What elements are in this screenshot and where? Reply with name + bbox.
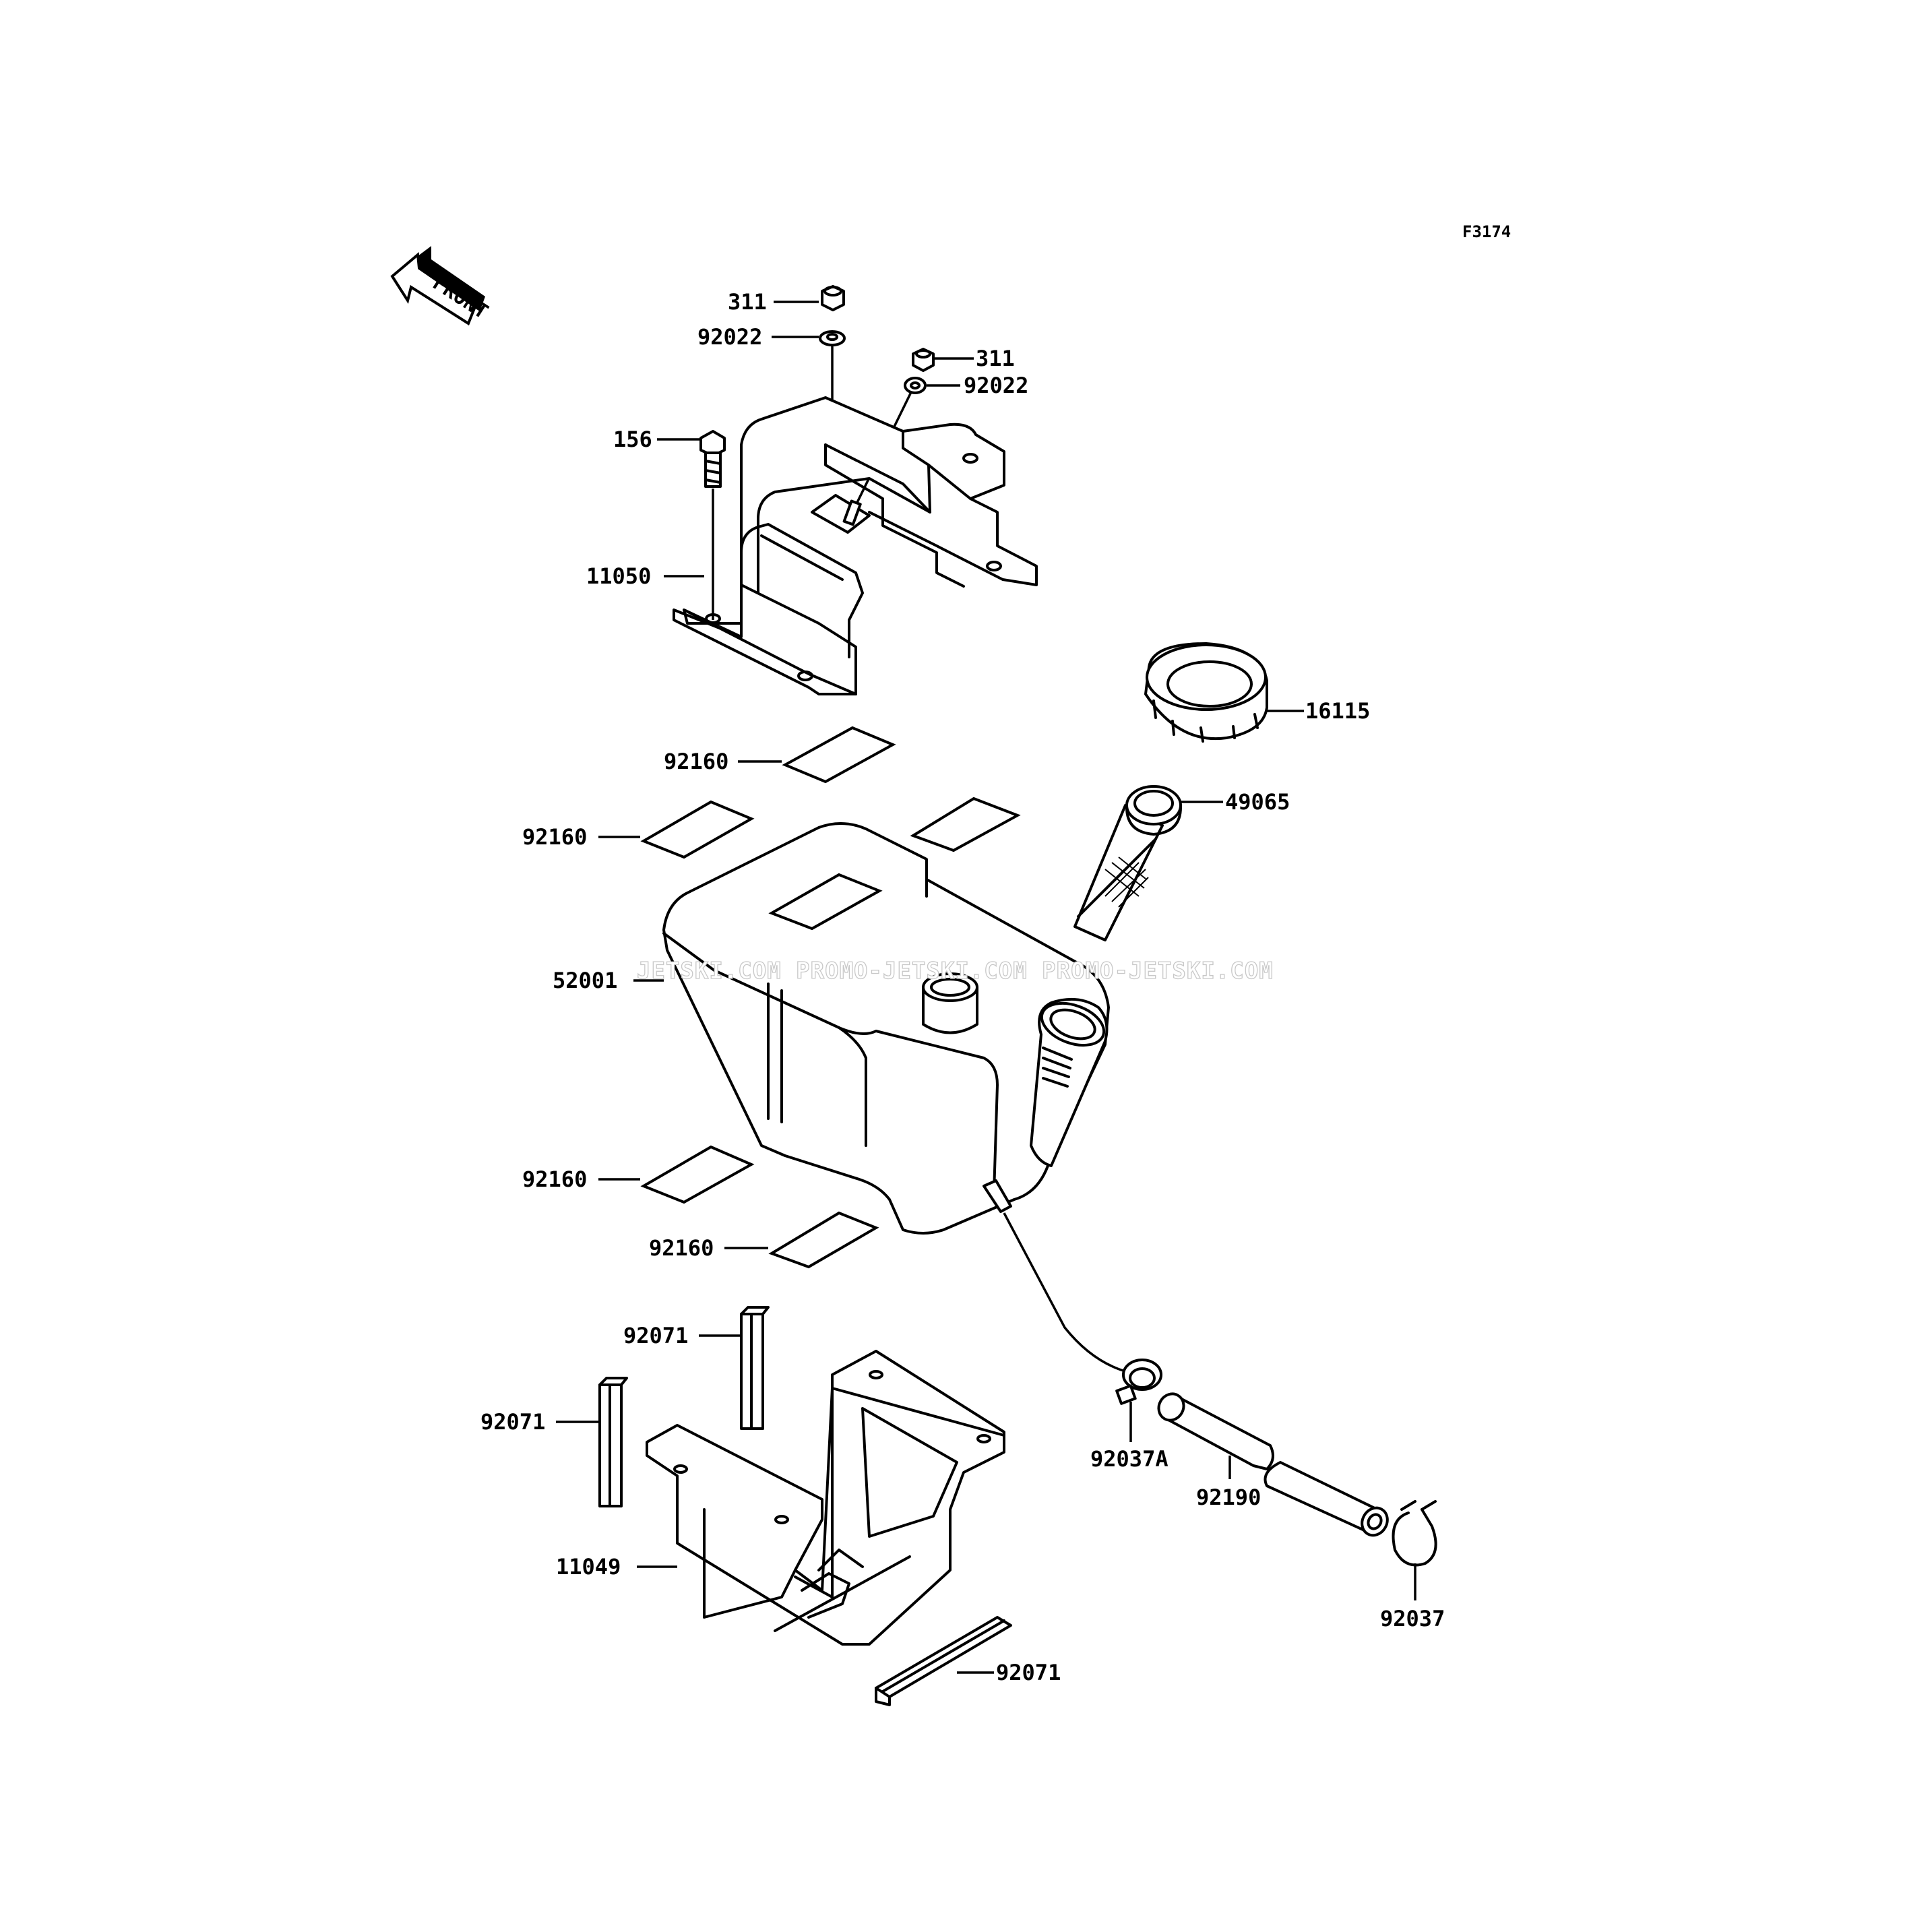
- callout-pad-c: 92160: [522, 1166, 587, 1192]
- nut-icon: [821, 285, 845, 311]
- trim-strip: [875, 1616, 1012, 1706]
- watermark: JETSKI.COM PROMO-JETSKI.COM PROMO-JETSKI…: [637, 958, 1274, 985]
- pad: [640, 800, 755, 859]
- callout-pad-b: 92160: [522, 824, 587, 850]
- trim-strip: [740, 1306, 770, 1430]
- callout-washer-right: 92022: [964, 373, 1028, 398]
- callout-trim-a: 92071: [623, 1323, 688, 1348]
- pad: [768, 1211, 879, 1269]
- washer-icon: [904, 377, 927, 394]
- front-arrow-icon: FRONT: [390, 246, 492, 325]
- callout-trim-b: 92071: [480, 1409, 545, 1435]
- lower-bracket: [646, 1350, 1005, 1646]
- pad: [768, 873, 883, 931]
- callout-bracket-lower: 11049: [556, 1554, 621, 1580]
- callout-nut-top: 311: [728, 289, 767, 315]
- callout-cap: 16115: [1305, 698, 1370, 724]
- callout-pad-a: 92160: [664, 749, 728, 774]
- bolt-icon: [699, 430, 726, 488]
- fuel-hose: [1157, 1392, 1389, 1537]
- callout-hose: 92190: [1196, 1485, 1261, 1510]
- fuel-cap: [1144, 642, 1268, 743]
- hose-clamp: [1115, 1359, 1162, 1405]
- figure-code: F3174: [1462, 222, 1511, 241]
- callout-tank: 52001: [553, 968, 617, 993]
- pad: [910, 797, 1021, 852]
- callout-pad-d: 92160: [649, 1235, 714, 1261]
- callout-bracket-upper: 11050: [586, 563, 651, 589]
- upper-bracket: [673, 396, 1038, 695]
- callout-bolt: 156: [613, 427, 652, 452]
- trim-strip: [598, 1377, 628, 1507]
- pad: [640, 1145, 755, 1204]
- nut-icon: [912, 348, 935, 372]
- spring-clamp: [1392, 1500, 1437, 1567]
- fuel-tank: [662, 821, 1110, 1235]
- callout-clamp-a: 92037A: [1090, 1446, 1168, 1472]
- callout-washer-top: 92022: [697, 324, 762, 350]
- callout-clamp-b: 92037: [1380, 1606, 1445, 1631]
- callout-trim-c: 92071: [996, 1660, 1061, 1685]
- callout-strainer: 49065: [1225, 789, 1290, 815]
- pad: [782, 726, 896, 784]
- fuel-strainer: [1073, 785, 1182, 941]
- callout-nut-right: 311: [976, 346, 1015, 371]
- washer-icon: [819, 330, 846, 346]
